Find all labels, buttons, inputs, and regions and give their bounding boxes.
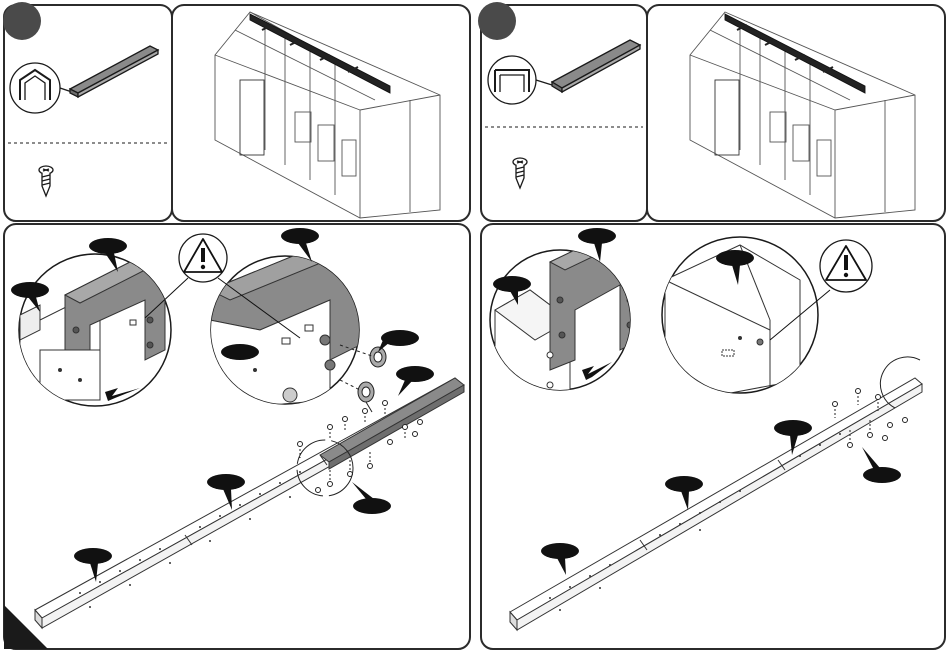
screw-icon	[513, 158, 527, 188]
callout-badge	[862, 447, 901, 483]
ridge-beam-b	[510, 378, 922, 630]
roof-profile-open-icon	[488, 56, 552, 104]
callout-badge	[541, 543, 579, 575]
detail-zoom-channel-b	[490, 238, 640, 395]
detail-zoom-screws-a	[210, 245, 380, 410]
callout-badge	[378, 330, 419, 352]
roof-profile-closed-icon	[10, 63, 72, 113]
ridge-cap-part	[320, 378, 464, 462]
screw-icon	[39, 166, 53, 196]
roof-channel-bar-icon	[552, 40, 640, 92]
callout-badge	[221, 344, 259, 360]
roof-profile-bar-icon	[70, 46, 158, 97]
callout-badge	[352, 482, 391, 514]
callout-badge	[396, 366, 434, 396]
parts-list-a	[8, 46, 168, 196]
detail-zoom-cap-a	[19, 254, 171, 406]
greenhouse-overview-a	[215, 12, 440, 218]
greenhouse-overview-b	[690, 12, 915, 218]
step-marker-a	[3, 2, 41, 40]
parts-list-b	[485, 40, 643, 188]
ridge-beam-a	[35, 378, 464, 628]
step-marker-b	[478, 2, 516, 40]
